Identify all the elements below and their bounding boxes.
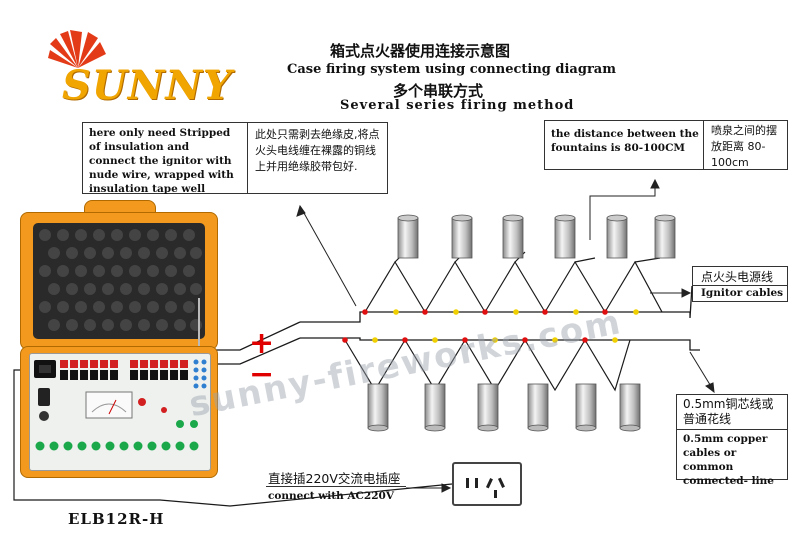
lower-fountains — [367, 383, 641, 432]
arrow-head — [441, 483, 452, 493]
divider — [247, 123, 248, 193]
firing-case — [20, 200, 218, 490]
lower-connection-dots — [342, 337, 618, 343]
control-panel — [29, 353, 211, 471]
power-cord — [13, 369, 453, 507]
pointer-line — [589, 186, 656, 240]
divider — [266, 486, 406, 487]
distance-note-en: the distance between the fountains is 80… — [551, 128, 699, 154]
socket-holes-icon — [466, 477, 505, 498]
subtitle-en: Several series firing method — [340, 98, 575, 113]
panel-controls — [34, 359, 207, 451]
lower-ignitor-wire — [584, 339, 631, 392]
strip-note-en: here only need Stripped of insulation an… — [89, 127, 234, 195]
brand-logo: SUNNY — [62, 62, 233, 109]
upper-fountains — [397, 214, 676, 259]
arrow-head — [650, 178, 660, 189]
upper-main-wire — [300, 285, 693, 323]
strip-note-box: here only need Stripped of insulation an… — [82, 122, 388, 195]
divider — [703, 121, 704, 169]
antenna — [198, 298, 200, 350]
upper-connection-dots — [362, 309, 639, 315]
arrow-head — [681, 288, 692, 298]
case-lid — [20, 212, 218, 350]
distance-note-cn: 喷泉之间的摆放距离 80-100cm — [711, 124, 777, 169]
lower-main-wire — [300, 337, 700, 351]
strip-note-cn: 此处只需剥去绝缘皮,将点火头电线缠在裸露的铜线上并用绝缘胶带包好. — [255, 128, 380, 173]
sun-rays-icon — [48, 30, 106, 68]
arrow-head — [296, 204, 306, 217]
subtitle-cn: 多个串联方式 — [393, 82, 484, 100]
title-en: Case firing system using connecting diag… — [287, 62, 616, 77]
copper-cable-en: 0.5mm copper cables or common connected-… — [683, 433, 774, 487]
title-cn: 箱式点火器使用连接示意图 — [330, 42, 511, 60]
divider — [677, 429, 787, 430]
upper-ignitor-wire — [484, 260, 546, 313]
upper-ignitor-wire — [364, 260, 426, 313]
pointer-line — [299, 205, 357, 307]
model-label: ELB12R-H — [68, 510, 165, 528]
ac-socket — [452, 462, 522, 506]
distance-note-box: the distance between the fountains is 80… — [544, 120, 788, 170]
arrow-head — [705, 382, 715, 394]
minus-sign: − — [249, 357, 275, 392]
lower-ignitor-wire — [524, 339, 586, 392]
copper-cable-cn: 0.5mm铜芯线或普通花线 — [683, 397, 774, 426]
power-note-cn: 直接插220V交流电插座 — [268, 471, 401, 486]
case-base — [20, 346, 218, 478]
ignitor-cable-en: Ignitor cables — [701, 287, 784, 299]
upper-ignitor-wire — [544, 260, 606, 313]
pointer-line — [689, 351, 713, 389]
ignitor-cable-cn: 点火头电源线 — [701, 270, 774, 284]
copper-cable-box: 0.5mm铜芯线或普通花线 0.5mm copper cables or com… — [676, 394, 788, 487]
upper-ignitor-wire — [424, 260, 486, 313]
ignitor-cable-box: 点火头电源线 Ignitor cables — [692, 266, 788, 302]
foam-pad — [33, 223, 205, 339]
divider — [693, 285, 787, 286]
plus-sign: + — [249, 326, 275, 361]
